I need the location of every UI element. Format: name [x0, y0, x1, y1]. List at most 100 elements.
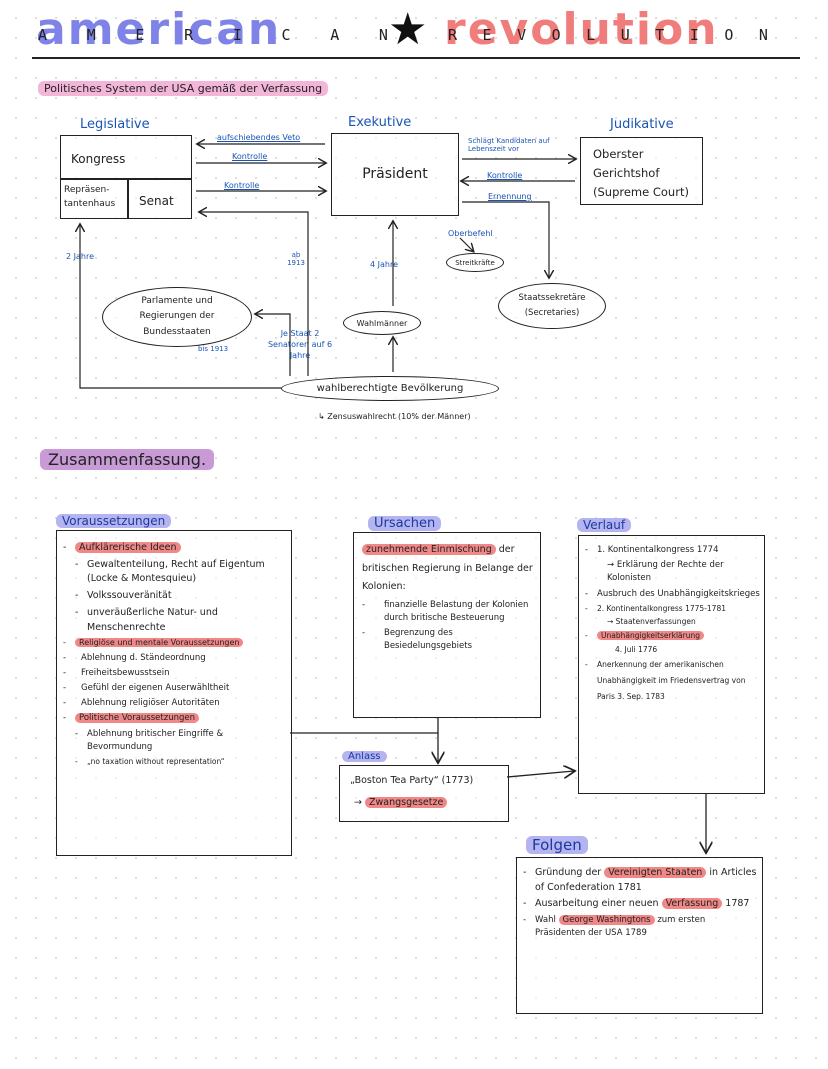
anlass-label: Anlass: [342, 751, 387, 762]
staatssekretaere-ellipse: Staatssekretäre (Secretaries): [498, 283, 606, 329]
executive-label: Exekutive: [348, 115, 412, 130]
arrow-label-veto: aufschiebendes Veto: [217, 133, 301, 142]
praesident-text: Präsident: [362, 166, 428, 182]
oberbefehl-label: Oberbefehl: [448, 229, 493, 238]
list-item: finanzielle Belastung der Kolonien durch…: [362, 599, 534, 625]
summary-heading: Zusammenfassung.: [40, 449, 215, 470]
streitkraefte-text: Streitkräfte: [455, 258, 495, 267]
summary-arrows: [290, 717, 828, 860]
anlass-text: „Boston Tea Party“ (1773): [350, 775, 474, 786]
list-item: Volkssouveränität: [63, 589, 287, 604]
letter: O: [724, 26, 734, 44]
letter: O: [551, 26, 561, 44]
bundesstaaten-arrow: [256, 314, 291, 376]
wahlmaenner-ellipse: Wahlmänner: [343, 311, 421, 335]
letter: C: [281, 26, 291, 44]
ernennung-arrow: [462, 201, 549, 277]
anlass-highlight: Zwangsgesetze: [365, 797, 448, 808]
voraussetzungen-label: Voraussetzungen: [56, 514, 172, 528]
folgen-box: Gründung der Vereinigten Staaten in Arti…: [516, 857, 763, 1014]
header-rule: [32, 57, 800, 59]
list-item: unveräußerliche Natur- und Menschenrecht…: [63, 606, 287, 635]
group-aufklaerung: Aufklärerische Ideen: [63, 541, 287, 556]
arrow-right-icon: →: [354, 797, 362, 808]
verlauf-item: Unabhängigkeitserklärung: [585, 630, 761, 642]
legislative-label: Legislative: [80, 117, 150, 132]
title-left: american: [36, 4, 282, 55]
ursachen-text: der britischen Regierung in Belange der …: [362, 544, 533, 593]
list-item: Ablehnung d. Ständeordnung: [63, 652, 287, 665]
ursachen-box: zunehmende Einmischung der britischen Re…: [353, 532, 541, 718]
verlauf-item: 2. Kontinentalkongress 1775-1781: [585, 603, 761, 615]
staatssekretaere-text: Staatssekretäre (Secretaries): [518, 292, 586, 318]
letter: E: [482, 26, 492, 44]
supreme-court-box: Oberster Gerichtshof (Supreme Court): [580, 137, 703, 205]
page-header: american A M E R I C A N ★ revolution R …: [30, 4, 810, 58]
four-years-label: 4 Jahre: [370, 260, 398, 269]
arrow-label-kontrolle-2: Kontrolle: [224, 181, 260, 190]
letter: N: [378, 26, 388, 44]
verlauf-sub: → Staatenverfassungen: [607, 617, 696, 627]
oberbefehl-arrow: [459, 237, 473, 251]
population-left-line: [80, 225, 281, 389]
letter: E: [135, 26, 145, 44]
praesident-box: Präsident: [331, 133, 459, 216]
wahlmaenner-text: Wahlmänner: [356, 318, 408, 328]
letter: A: [38, 26, 48, 44]
group-politisch: Politische Voraussetzungen: [63, 712, 287, 726]
verlauf-item: Anerkennung der amerikanischen Unabhängi…: [585, 657, 761, 704]
verlauf-label: Verlauf: [577, 518, 632, 532]
kongress-divider: [61, 178, 191, 180]
folgen-item: Wahl George Washingtons zum ersten Präsi…: [523, 914, 757, 940]
list-item: Ablehnung britischer Eingriffe & Bevormu…: [63, 728, 287, 754]
letter: V: [517, 26, 527, 44]
system-arrows: [0, 0, 828, 389]
folgen-label: Folgen: [526, 836, 588, 854]
ab-1913-label: ab 1913: [287, 251, 305, 267]
streitkraefte-ellipse: Streitkräfte: [446, 253, 504, 272]
verlauf-box: 1. Kontinentalkongress 1774 → Erklärung …: [578, 535, 765, 794]
arrow-label-kontrolle-3: Kontrolle: [487, 171, 523, 180]
voraussetzungen-box: Aufklärerische Ideen Gewaltenteilung, Re…: [56, 530, 292, 856]
verlauf-sub: 4. Juli 1776: [615, 644, 658, 654]
letter: I: [689, 26, 699, 44]
zensus-note: ↳ Zensuswahlrecht (10% der Männer): [318, 412, 471, 421]
group-religioes: Religiöse und mentale Voraussetzungen: [63, 637, 287, 650]
letter: R: [184, 26, 194, 44]
kongress-title: Kongress: [71, 152, 126, 166]
judicative-label: Judikative: [610, 117, 674, 132]
bevoelkerung-ellipse: wahlberechtigte Bevölkerung: [281, 376, 499, 401]
ursachen-label: Ursachen: [368, 516, 442, 531]
letter: A: [330, 26, 340, 44]
list-item: Gewaltenteilung, Recht auf Eigentum (Loc…: [63, 558, 287, 587]
kongress-box: Kongress Repräsen-tantenhaus Senat: [60, 135, 192, 219]
kongress-split: [127, 178, 129, 218]
verlauf-sub: → Erklärung der Rechte der Kolonisten: [607, 560, 724, 584]
system-heading: Politisches System der USA gemäß der Ver…: [38, 81, 329, 96]
arrow-label-schlaegt-vor: Schlägt Kandidaten auf Lebenszeit vor: [468, 137, 550, 154]
letter: R: [448, 26, 458, 44]
letter: T: [655, 26, 665, 44]
anlass-box: „Boston Tea Party“ (1773) → Zwangsgesetz…: [339, 765, 509, 822]
repraesentantenhaus: Repräsen-tantenhaus: [64, 185, 116, 210]
bevoelkerung-text: wahlberechtigte Bevölkerung: [316, 383, 464, 394]
senat: Senat: [139, 194, 174, 208]
list-item: Begrenzung des Besiedelungsgebiets: [362, 627, 534, 653]
title-right: revolution: [444, 4, 719, 55]
anlass-to-verlauf: [506, 771, 574, 777]
je-staat-label: Je Staat 2 Senatoren auf 6 Jahre: [267, 329, 333, 361]
letter: N: [758, 26, 768, 44]
arrow-label-ernennung: Ernennung: [488, 192, 532, 201]
anlass-consequence: → Zwangsgesetze: [354, 797, 448, 808]
verlauf-item: Ausbruch des Unabhängigkeitskrieges: [585, 588, 761, 601]
list-item: „no taxation without representation“: [63, 756, 287, 768]
folgen-item: Ausarbeitung einer neuen Verfassung 1787: [523, 897, 757, 912]
list-item: Gefühl der eigenen Auserwähltheit: [63, 682, 287, 695]
parlamente-text: Parlamente und Regierungen der Bundessta…: [139, 296, 215, 337]
letter: U: [620, 26, 630, 44]
title-right-letters: R E V O L U T I O N: [448, 28, 768, 43]
senat-line: [200, 212, 309, 376]
letter: M: [86, 26, 96, 44]
supreme-court-text: Oberster Gerichtshof (Supreme Court): [593, 147, 689, 199]
ursachen-highlight: zunehmende Einmischung: [362, 544, 496, 555]
